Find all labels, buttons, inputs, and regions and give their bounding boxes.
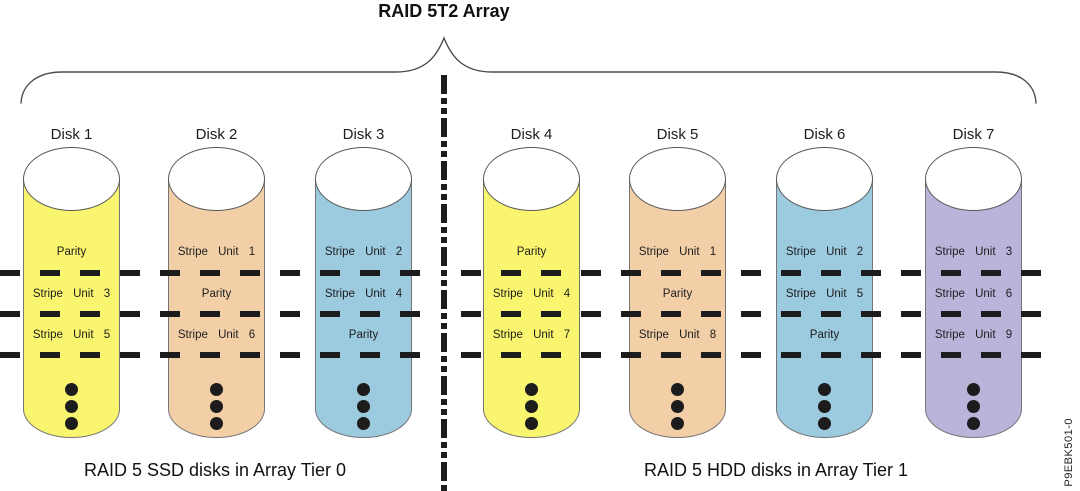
disk-3-block-1: Stripe Unit 2 (324, 246, 403, 258)
disk-7-block-3: Stripe Unit 9 (934, 329, 1013, 341)
disk-1-label: Disk 1 (50, 126, 93, 143)
disk-4-top-ellipse (483, 147, 580, 211)
stripe-boundary-line (0, 352, 433, 358)
disk-2: Disk 2 Stripe Unit 1 Parity Stripe Unit … (168, 126, 265, 438)
disk-6-block-3: Parity (809, 329, 840, 341)
disk-1: Disk 1 Parity Stripe Unit 3 Stripe Unit … (23, 126, 120, 438)
disk-1-block-3: Stripe Unit 5 (32, 329, 111, 341)
disk-4: Disk 4 Parity Stripe Unit 4 Stripe Unit … (483, 126, 580, 438)
disk-5-block-2: Parity (662, 288, 693, 300)
disk-5-label: Disk 5 (656, 126, 699, 143)
disk-3-block-3: Parity (348, 329, 379, 341)
disk-3-block-2: Stripe Unit 4 (324, 288, 403, 300)
disk-1-continuation-dots-icon (23, 383, 120, 430)
stripe-boundary-line (461, 270, 1043, 276)
disk-6-block-2: Stripe Unit 5 (785, 288, 864, 300)
disk-2-label: Disk 2 (195, 126, 238, 143)
diagram-title: RAID 5T2 Array (378, 1, 510, 21)
disk-5-cylinder: Stripe Unit 1 Parity Stripe Unit 8 (629, 147, 726, 438)
disk-4-label: Disk 4 (510, 126, 553, 143)
disk-5-continuation-dots-icon (629, 383, 726, 430)
disk-4-block-2: Stripe Unit 4 (492, 288, 571, 300)
disk-2-block-1: Stripe Unit 1 (177, 246, 256, 258)
disk-5-block-1: Stripe Unit 1 (638, 246, 717, 258)
disk-1-block-2: Stripe Unit 3 (32, 288, 111, 300)
disk-2-continuation-dots-icon (168, 383, 265, 430)
disk-2-block-2: Parity (201, 288, 232, 300)
disk-3-label: Disk 3 (342, 126, 385, 143)
disk-6-block-1: Stripe Unit 2 (785, 246, 864, 258)
disk-4-continuation-dots-icon (483, 383, 580, 430)
disk-7-continuation-dots-icon (925, 383, 1022, 430)
disk-6-cylinder: Stripe Unit 2 Stripe Unit 5 Parity (776, 147, 873, 438)
stripe-boundary-line (461, 352, 1043, 358)
array-brace-icon (20, 36, 1037, 104)
disk-5-block-3: Stripe Unit 8 (638, 329, 717, 341)
disk-2-top-ellipse (168, 147, 265, 211)
disk-6-continuation-dots-icon (776, 383, 873, 430)
stripe-boundary-line (0, 270, 433, 276)
disk-4-block-3: Stripe Unit 7 (492, 329, 571, 341)
disk-1-block-1: Parity (56, 246, 87, 258)
disk-5-top-ellipse (629, 147, 726, 211)
stripe-boundary-line (0, 311, 433, 317)
disk-3: Disk 3 Stripe Unit 2 Stripe Unit 4 Parit… (315, 126, 412, 438)
tier-0-caption: RAID 5 SSD disks in Array Tier 0 (83, 460, 347, 480)
disk-2-cylinder: Stripe Unit 1 Parity Stripe Unit 6 (168, 147, 265, 438)
disk-4-block-1: Parity (516, 246, 547, 258)
tier-1-caption: RAID 5 HDD disks in Array Tier 1 (643, 460, 909, 480)
disk-6-top-ellipse (776, 147, 873, 211)
disk-5: Disk 5 Stripe Unit 1 Parity Stripe Unit … (629, 126, 726, 438)
disk-7-cylinder: Stripe Unit 3 Stripe Unit 6 Stripe Unit … (925, 147, 1022, 438)
disk-7-block-1: Stripe Unit 3 (934, 246, 1013, 258)
disk-1-top-ellipse (23, 147, 120, 211)
tier-divider-line (441, 75, 447, 491)
disk-7: Disk 7 Stripe Unit 3 Stripe Unit 6 Strip… (925, 126, 1022, 438)
disk-4-cylinder: Parity Stripe Unit 4 Stripe Unit 7 (483, 147, 580, 438)
disk-7-label: Disk 7 (952, 126, 995, 143)
disk-6-label: Disk 6 (803, 126, 846, 143)
disk-3-cylinder: Stripe Unit 2 Stripe Unit 4 Parity (315, 147, 412, 438)
disk-3-continuation-dots-icon (315, 383, 412, 430)
stripe-boundary-line (461, 311, 1043, 317)
figure-id: P9EBK501-0 (1063, 418, 1075, 487)
disk-3-top-ellipse (315, 147, 412, 211)
disk-6: Disk 6 Stripe Unit 2 Stripe Unit 5 Parit… (776, 126, 873, 438)
disk-1-cylinder: Parity Stripe Unit 3 Stripe Unit 5 (23, 147, 120, 438)
disk-7-block-2: Stripe Unit 6 (934, 288, 1013, 300)
disk-2-block-3: Stripe Unit 6 (177, 329, 256, 341)
disk-7-top-ellipse (925, 147, 1022, 211)
